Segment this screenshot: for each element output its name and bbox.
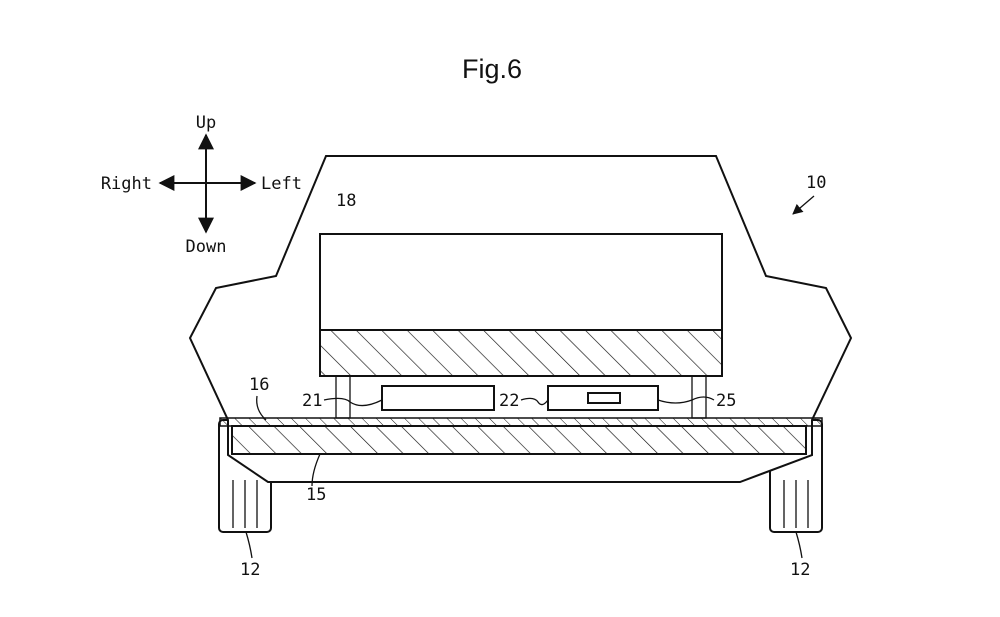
svg-text:12: 12 (240, 560, 260, 580)
svg-text:25: 25 (716, 391, 736, 411)
svg-text:22: 22 (499, 391, 519, 411)
svg-text:21: 21 (302, 391, 322, 411)
direction-down-label: Down (186, 237, 227, 257)
floor-panel (231, 425, 807, 455)
direction-up-label: Up (196, 113, 216, 133)
direction-left-label: Left (261, 174, 302, 194)
label-wheel-right: 12 (790, 531, 810, 580)
label-floor-panel: 15 (306, 453, 326, 505)
figure-title: Fig.6 (462, 54, 522, 84)
label-vehicle: 10 (792, 173, 826, 215)
svg-text:10: 10 (806, 173, 826, 193)
label-wheel-left: 12 (240, 531, 260, 580)
label-battery-cover: 16 (249, 375, 269, 421)
component-21 (381, 385, 495, 411)
svg-text:12: 12 (790, 560, 810, 580)
battery-case-hatched-base (319, 329, 723, 377)
battery-cover-plate (219, 417, 823, 427)
label-part-21: 21 (302, 391, 383, 411)
svg-text:15: 15 (306, 485, 326, 505)
label-part-25: 25 (657, 391, 736, 411)
direction-indicator: Up Down Right Left (101, 113, 302, 257)
svg-text:16: 16 (249, 375, 269, 395)
direction-right-label: Right (101, 174, 152, 194)
battery-case (319, 233, 723, 331)
component-25 (587, 392, 621, 404)
label-part-22: 22 (499, 391, 549, 411)
label-battery-case: 18 (336, 191, 356, 211)
